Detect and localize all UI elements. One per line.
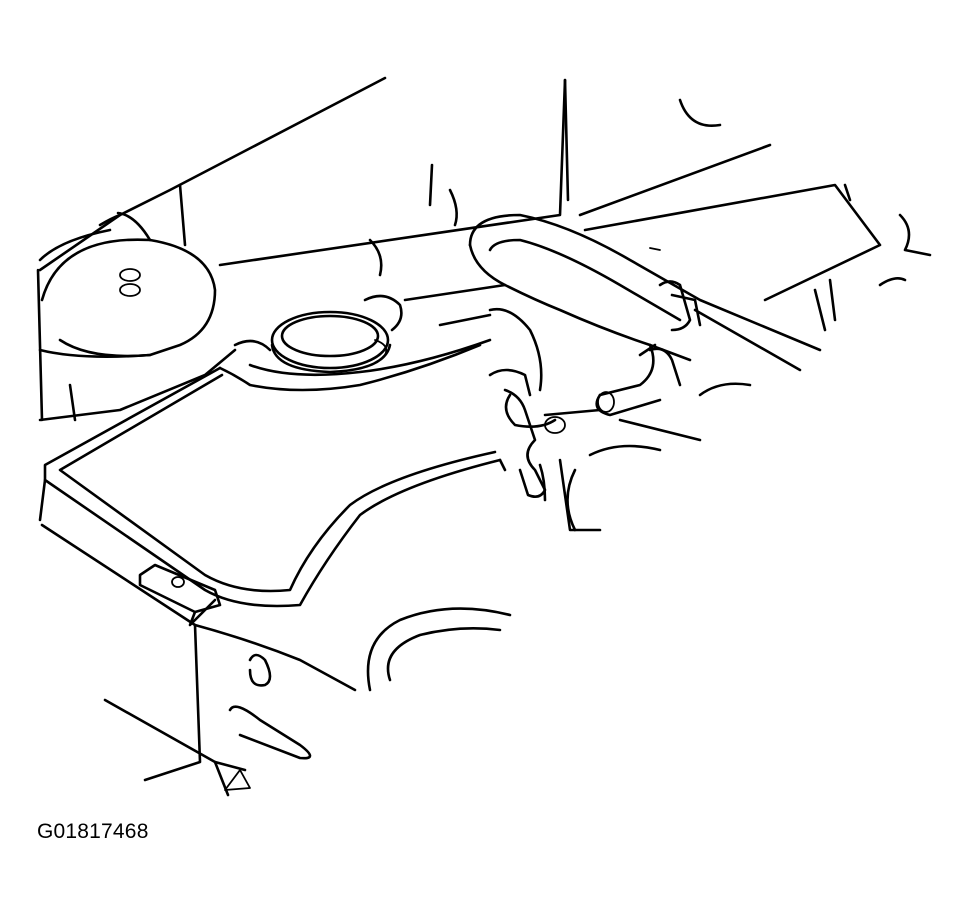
hose-clamp xyxy=(597,247,702,413)
left-round-housing xyxy=(38,211,217,358)
front-frame xyxy=(40,418,702,797)
coolant-hose xyxy=(468,213,822,417)
coolant-reservoir xyxy=(38,338,507,608)
reservoir-cap xyxy=(270,294,403,374)
background-structure xyxy=(36,76,932,422)
figure-id-label: G01817468 xyxy=(37,820,149,843)
wing-nut xyxy=(488,368,602,498)
mounting-bracket xyxy=(138,563,222,627)
